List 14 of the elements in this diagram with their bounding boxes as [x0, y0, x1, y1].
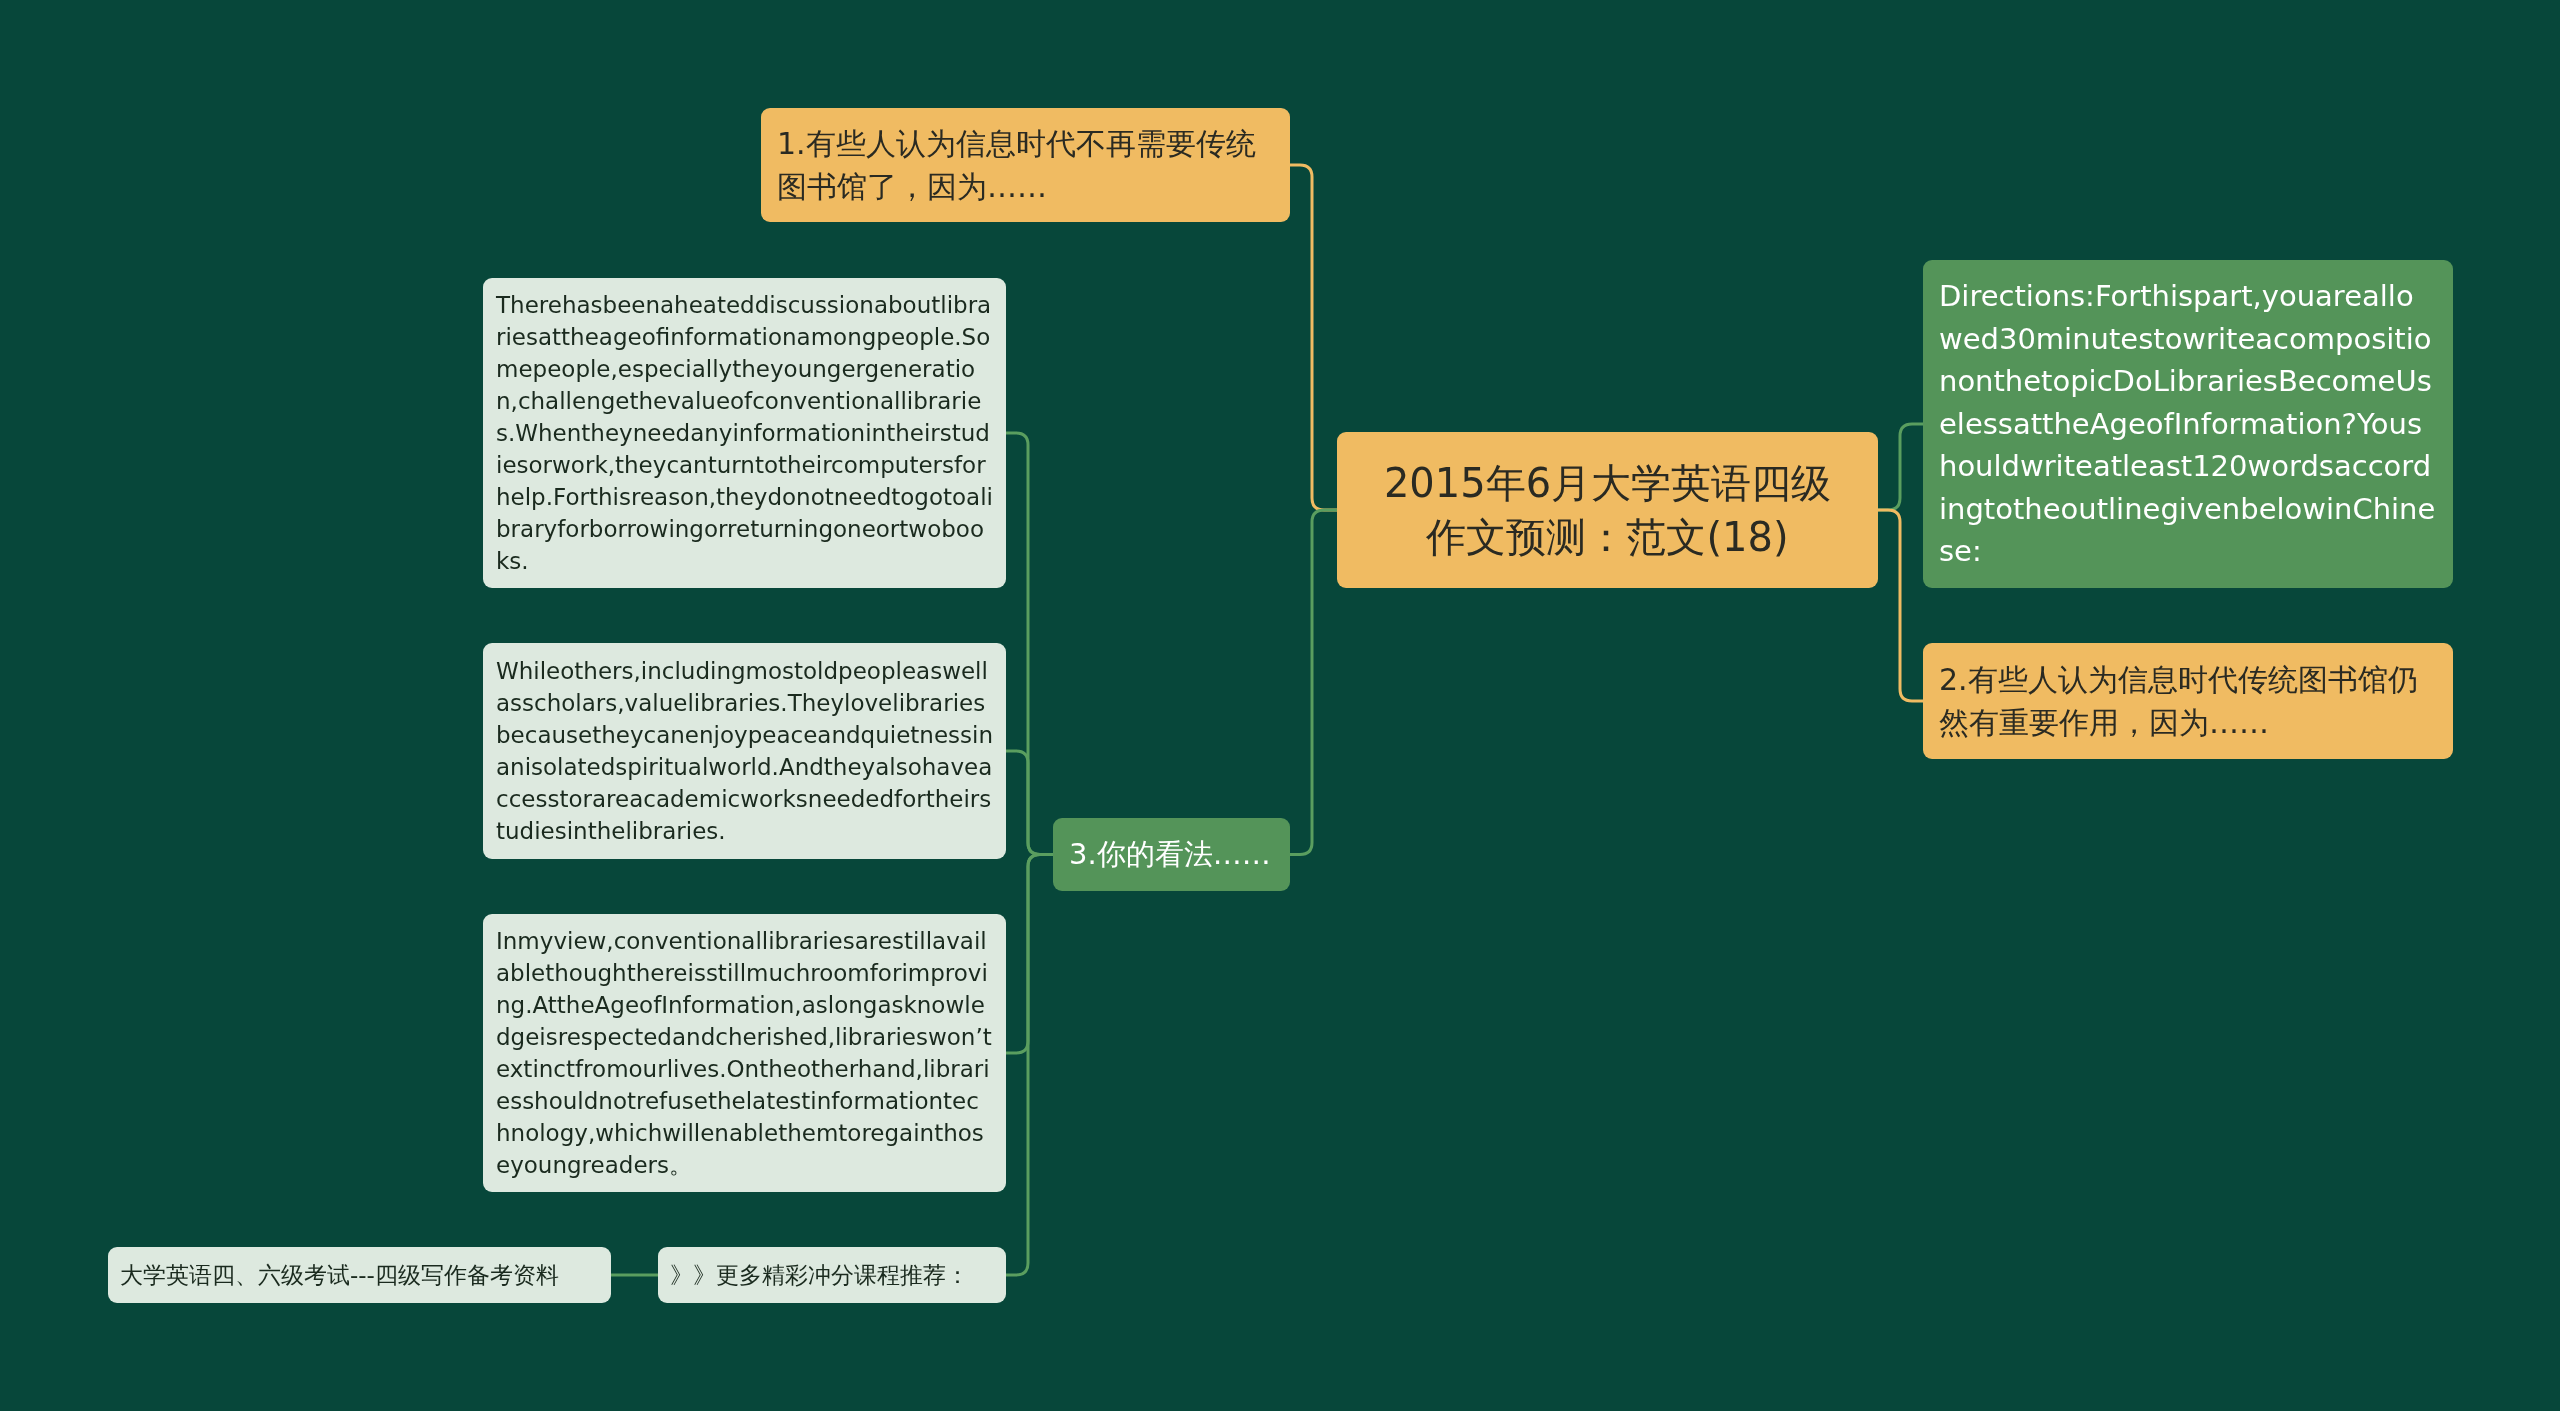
text-box: Inmyview,conventionallibrariesarestillavailablethoughthereisstillmuchroomforimproving.AttheAgeofInformation,aslongasknowledgeisrespectedandcherished,librarieswon’textinctfromourlives.Ontheotherhand,librariesshouldnotrefusethelatestinformationtechnology,whichwillenablethemtoregainthoseyoungreaders。 [483, 914, 1006, 1192]
topic-box: 2015年6月大学英语四级作文预测：范文(18) [1337, 432, 1878, 588]
topic-box: 3.你的看法…… [1053, 818, 1290, 891]
connector-line [1878, 508, 1923, 703]
connector-line [611, 1273, 658, 1277]
text-box: Whileothers,includingmostoldpeopleaswellasscholars,valuelibraries.Theylovelibrariesbecausetheycanenjoypeaceandquietnessinanisolatedspiritualworld.Andtheyalsohaveaccesstorareacademicworksneededfortheirstudiesinthelibraries. [483, 643, 1006, 859]
connector-line [1290, 508, 1337, 856]
topic-box: 大学英语四、六级考试---四级写作备考资料 [108, 1247, 611, 1303]
topic-box: 2.有些人认为信息时代传统图书馆仍然有重要作用，因为…… [1923, 643, 2453, 759]
topic-box: 》》更多精彩冲分课程推荐： [658, 1247, 1006, 1303]
topic-box: 1.有些人认为信息时代不再需要传统图书馆了，因为…… [761, 108, 1290, 222]
connector-line [1006, 853, 1053, 1277]
topic-box: Directions:Forthispart,youareallowed30minutestowriteacompositiononthetopicDoLibrariesBecomeUselessattheAgeofInformation?Youshouldwriteatleast120wordsaccordingtotheoutlinegivenbelowinChinese: [1923, 260, 2453, 588]
text-box: Therehasbeenaheateddiscussionaboutlibrariesattheageofinformationamongpeople.Somepeople,especiallytheyoungergeneration,challengethevalueofconventionallibraries.Whentheyneedanyinformationintheirstudiesorwork,theycanturntotheircomputersforhelp.Forthisreason,theydonotneedtogotoalibraryforborrowingorreturningoneortwobooks. [483, 278, 1006, 588]
